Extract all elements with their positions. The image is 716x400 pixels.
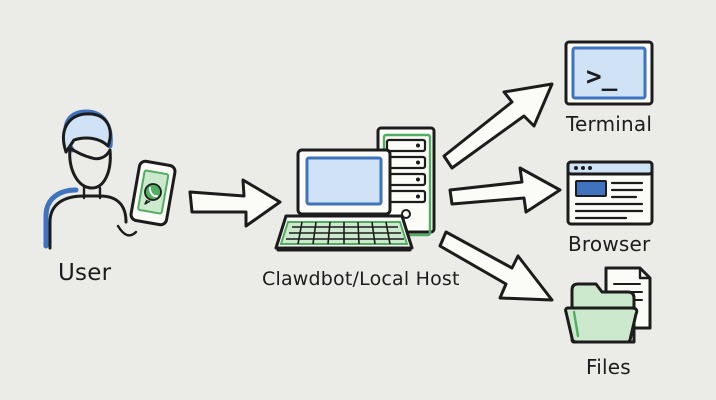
arrow-user-to-host	[188, 178, 282, 228]
whatsapp-icon	[144, 183, 162, 205]
user-label: User	[58, 260, 112, 286]
browser-label: Browser	[568, 232, 651, 256]
laptop-icon	[274, 148, 414, 252]
browser-window-icon	[566, 160, 654, 226]
arrow-host-to-browser	[448, 166, 562, 214]
host-label: Clawdbot/Local Host	[262, 268, 460, 290]
arrow-host-to-files	[438, 230, 554, 302]
terminal-prompt: >_	[586, 62, 618, 92]
folder-documents-icon	[564, 266, 652, 344]
arrow-host-to-terminal	[442, 82, 554, 170]
user-icon	[43, 109, 138, 250]
files-label: Files	[586, 355, 631, 379]
terminal-window-icon: >_	[564, 40, 654, 106]
terminal-label: Terminal	[566, 112, 653, 136]
